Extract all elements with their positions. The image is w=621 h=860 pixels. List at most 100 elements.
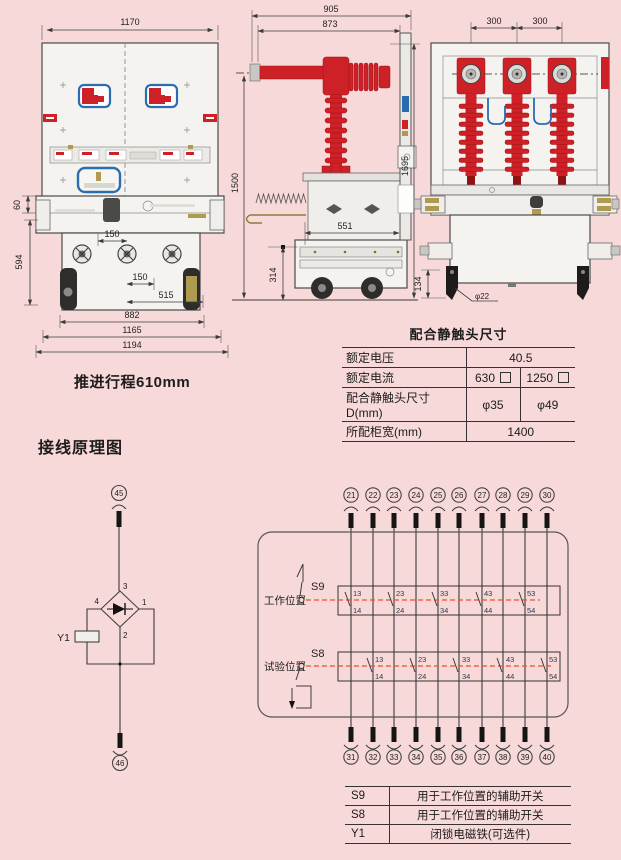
terminal-bottom: 38 [499, 753, 508, 762]
s9-contact-no: 23 [396, 589, 404, 598]
table-row: S8 用于工作位置的辅助开关 [345, 805, 571, 825]
front-side-label-right [203, 114, 217, 122]
front-nameplate-strip [49, 145, 211, 164]
diamond-pin-3: 3 [123, 582, 128, 591]
table-row: S9 用于工作位置的辅助开关 [345, 786, 571, 806]
dim-side-551: 551 [337, 221, 352, 231]
coil-Y1-label: Y1 [57, 632, 70, 644]
terminal-bottom: 34 [412, 753, 421, 762]
dim-front-150b: 150 [132, 272, 147, 282]
table-row: 额定电压 40.5 [342, 347, 575, 368]
s9-contact-no: 44 [484, 606, 492, 615]
s8-contact-no: 53 [549, 655, 557, 664]
rear-interpole-wire [487, 98, 506, 125]
option-checkbox [558, 371, 570, 383]
table-title: 配合静触头尺寸 [409, 327, 508, 342]
s8-contact-no: 13 [375, 655, 383, 664]
option-checkbox [500, 371, 512, 383]
terminal-top: 26 [455, 491, 464, 500]
s8-contact-no: 44 [506, 672, 514, 681]
switch-S8-label: S8 [311, 648, 324, 660]
switch-S9-label: S9 [311, 581, 324, 593]
rear-frame [413, 184, 620, 216]
dim-front-594: 594 [14, 254, 24, 269]
rear-caster [446, 266, 458, 300]
dim-front-515: 515 [158, 290, 173, 300]
terminal-bottom: 36 [455, 753, 464, 762]
table-row: 额定电流 630 1250 [342, 367, 575, 388]
s8-contact-no: 33 [462, 655, 470, 664]
legend-desc: 闭锁电磁铁(可选件) [388, 824, 571, 844]
static-contact-table: 配合静触头尺寸 额定电压 40.5 额定电流 630 1250 配合静触头尺寸D… [342, 324, 575, 442]
rear-view: 300 300 [413, 16, 621, 302]
dim-side-314: 314 [268, 267, 278, 282]
row-label: 额定电压 [342, 347, 466, 368]
terminal-top: 23 [390, 491, 399, 500]
front-indicator-window-right [144, 83, 179, 109]
dim-front-150a: 150 [104, 229, 119, 239]
wiring-diagram-heading: 接线原理图 [38, 440, 124, 457]
side-truck [294, 239, 408, 299]
diamond-pin-4: 4 [95, 597, 100, 606]
auxiliary-switch-enclosure [257, 531, 569, 718]
table-row: Y1 闭锁电磁铁(可选件) [345, 824, 571, 844]
legend-key: S9 [345, 786, 389, 806]
legend-desc: 用于工作位置的辅助开关 [388, 786, 571, 806]
terminal-46: 46 [116, 759, 125, 768]
front-view: 1170 [12, 17, 229, 358]
legend-desc: 用于工作位置的辅助开关 [388, 805, 571, 825]
terminal-top: 29 [521, 491, 530, 500]
wiring-left-branch: 45 3 1 2 4 Y1 46 [57, 484, 155, 772]
s9-contact-no: 24 [396, 606, 404, 615]
diamond-pin-1: 1 [142, 598, 147, 607]
row-value: 1250 [519, 367, 575, 388]
front-truck [60, 232, 201, 311]
front-roller [117, 244, 137, 264]
s8-contact-no: 54 [549, 672, 557, 681]
terminal-top: 30 [543, 491, 552, 500]
terminal-45: 45 [115, 489, 124, 498]
row-label: 额定电流 [342, 367, 466, 388]
rear-pole-B [502, 57, 532, 185]
dim-front-width: 1170 [120, 17, 139, 27]
dim-side-1500: 1500 [230, 173, 240, 193]
front-side-label-left [43, 114, 57, 122]
front-roller [72, 244, 92, 264]
side-mechanism [245, 172, 408, 241]
front-roller [162, 244, 182, 264]
dim-front-1194: 1194 [122, 340, 141, 350]
row-label: 配合静触头尺寸D(mm) [342, 387, 466, 422]
rear-lower-cabinet [419, 214, 621, 300]
table-row: 所配柜宽(mm) 1400 [342, 421, 575, 442]
rear-pole-A [456, 57, 486, 185]
rear-caster [577, 266, 589, 300]
test-actuator-bracket [296, 685, 312, 709]
s8-contact-no: 14 [375, 672, 383, 681]
row-value: 1400 [465, 421, 575, 442]
work-position-switch [296, 563, 304, 597]
terminal-bottom: 40 [543, 753, 552, 762]
s8-contact-no: 43 [506, 655, 514, 664]
dim-front-1165: 1165 [122, 325, 141, 335]
row-value: 40.5 [465, 347, 575, 368]
row-value: φ49 [519, 387, 575, 422]
dim-side-1695: 1695 [400, 156, 410, 176]
terminal-bottom: 39 [521, 753, 530, 762]
s9-contact-no: 33 [440, 589, 448, 598]
terminal-bottom: 35 [434, 753, 443, 762]
terminal-bottom: 33 [390, 753, 399, 762]
wiring-terminal-block: 21 22 23 24 25 26 27 28 29 30 工作位置 S9 13… [257, 487, 569, 765]
legend-key: S8 [345, 805, 389, 825]
diamond-pin-2: 2 [123, 631, 128, 640]
down-arrow-icon [289, 701, 295, 709]
s8-contact-no: 24 [418, 672, 426, 681]
test-position-switch [295, 667, 301, 681]
side-bushing-arm [249, 56, 391, 96]
side-rear-plate [397, 32, 417, 241]
terminal-bottom: 32 [369, 753, 378, 762]
coil-Y1 [74, 630, 100, 643]
terminal-top: 21 [347, 491, 356, 500]
travel-stroke-caption: 推进行程610mm [74, 374, 191, 391]
front-chassis [35, 195, 225, 234]
work-position-label: 工作位置 [264, 594, 306, 607]
